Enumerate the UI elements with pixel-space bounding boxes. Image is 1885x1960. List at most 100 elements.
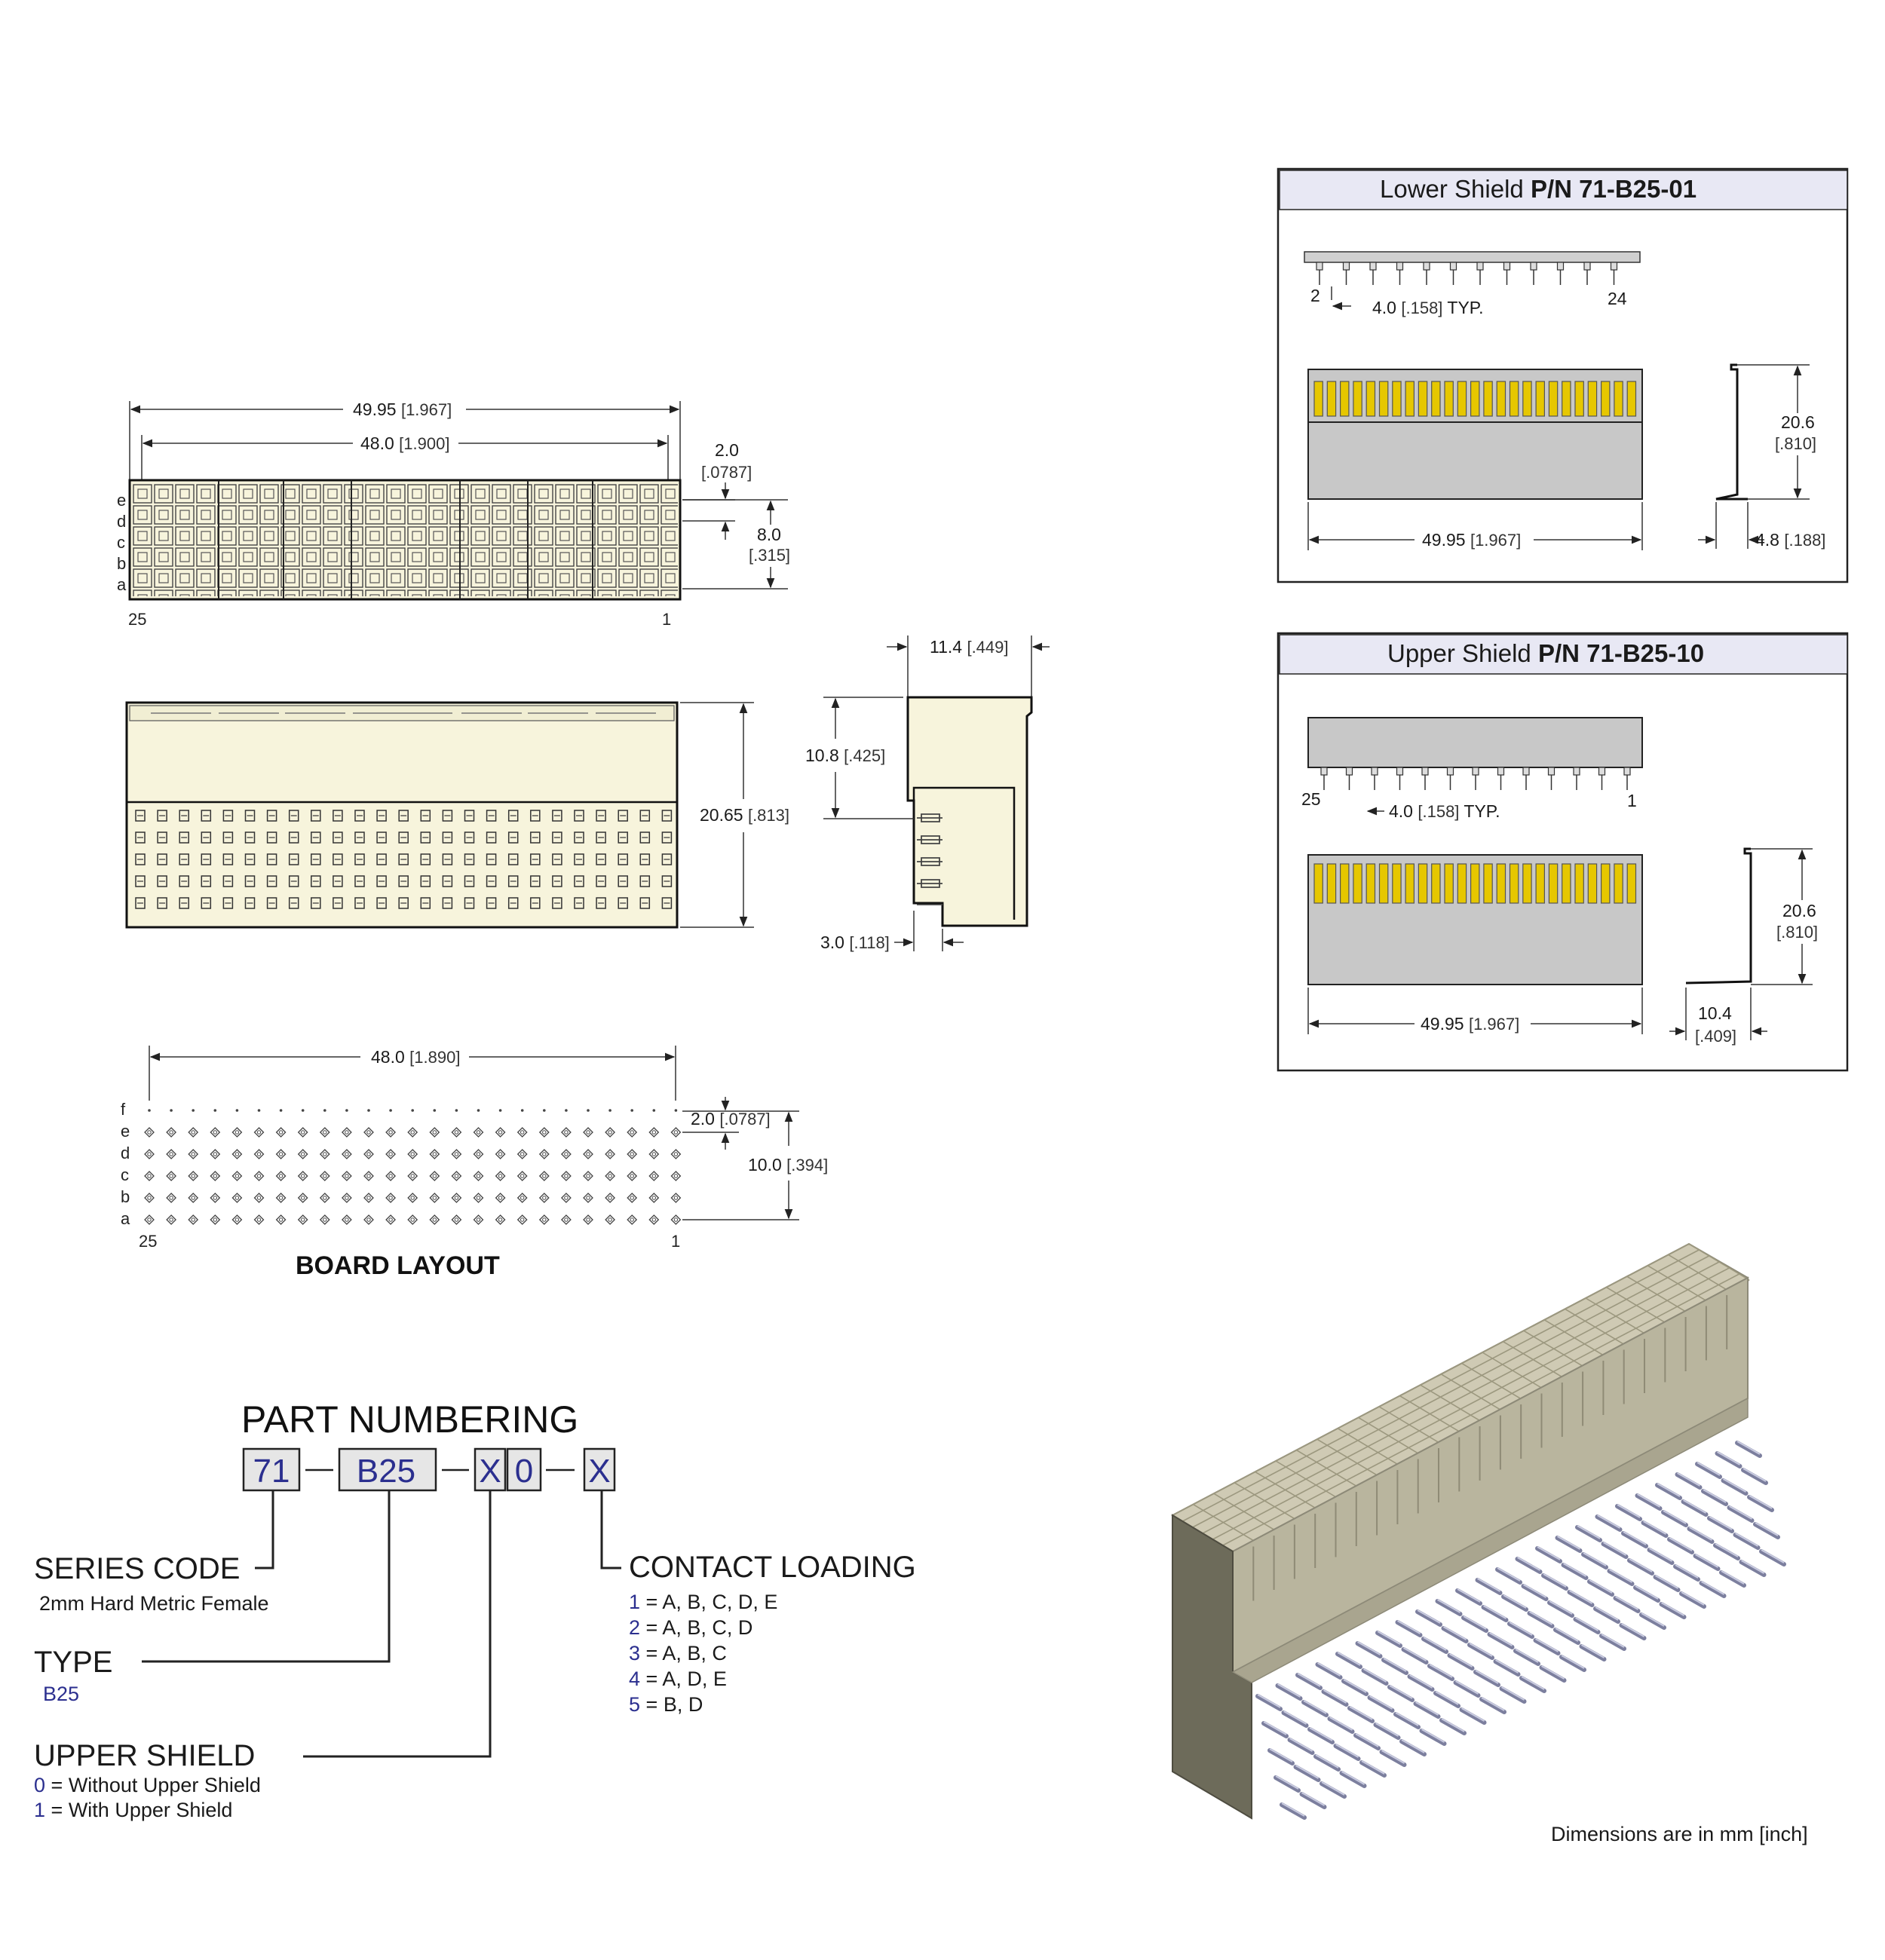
lower-shield-title: Lower Shield P/N 71-B25-01 (1380, 175, 1696, 203)
lower-pitch-dim: 4.0 [.158] TYP. (1372, 298, 1484, 317)
front-contact-slot (442, 831, 453, 844)
gold-contact (1392, 863, 1402, 904)
side-dim-step: 10.8 [.425] (805, 746, 885, 765)
iso-pin (1619, 1623, 1647, 1640)
upper-shield-option-0: 0 = Without Upper Shield (34, 1774, 261, 1796)
iso-pin (1301, 1700, 1329, 1717)
iso-pin (1739, 1560, 1767, 1577)
front-contact-slot (618, 831, 628, 844)
lower-top-pin (1610, 262, 1618, 271)
iso-pin (1395, 1620, 1423, 1637)
iso-pin (1573, 1617, 1601, 1634)
iso-pin (1335, 1652, 1362, 1669)
front-contact-slot (354, 875, 365, 887)
board-hole (538, 1171, 550, 1181)
upper-top-pin (1472, 767, 1479, 776)
front-contact-slot (420, 831, 431, 844)
board-hole (144, 1171, 155, 1181)
board-layout-title: BOARD LAYOUT (296, 1251, 500, 1280)
front-contact-slot (530, 875, 541, 887)
front-contact-slot (530, 831, 541, 844)
board-hole-small (630, 1109, 633, 1112)
contact-loading-option-1: 1 = A, B, C, D, E (629, 1591, 777, 1613)
iso-pin (1521, 1584, 1549, 1601)
board-hole (188, 1193, 199, 1203)
front-contact-slot (596, 831, 606, 844)
front-dim-height: 20.65 [.813] (700, 805, 789, 825)
front-contact-slot (530, 897, 541, 909)
gold-contact (1444, 863, 1454, 904)
board-hole (385, 1127, 397, 1138)
gold-contact (1626, 381, 1637, 417)
upper-shield-panel: Upper Shield P/N 71-B25-10 25 1 4.0 [.15… (1277, 632, 1849, 1072)
front-contact-slot (661, 875, 673, 887)
board-hole-small (608, 1109, 611, 1112)
iso-pin (1467, 1643, 1494, 1660)
front-contact-slot (201, 875, 212, 887)
front-contact-slot (442, 875, 453, 887)
iso-pin (1655, 1483, 1682, 1500)
front-contact-slot (222, 810, 234, 822)
front-contact-slot (288, 810, 299, 822)
front-contact-slot (179, 853, 189, 865)
iso-pin (1261, 1721, 1289, 1738)
board-hole (210, 1214, 221, 1225)
board-row-label-b: b (121, 1187, 130, 1206)
gold-contact (1562, 863, 1571, 904)
front-contact-slot (157, 875, 167, 887)
iso-pin (1533, 1638, 1561, 1655)
board-hole (583, 1127, 593, 1138)
iso-pin (1487, 1632, 1515, 1649)
gold-contact (1431, 863, 1441, 904)
iso-pin (1421, 1637, 1448, 1654)
iso-pin (1675, 1472, 1703, 1490)
iso-pin (1659, 1602, 1687, 1619)
board-hole (319, 1171, 330, 1181)
iso-pin (1393, 1712, 1421, 1729)
front-contact-slot (376, 831, 387, 844)
iso-pin (1441, 1626, 1469, 1643)
board-hole (451, 1149, 462, 1159)
iso-pin (1255, 1694, 1283, 1711)
board-hole-small (433, 1109, 437, 1112)
front-contact-slot (135, 897, 146, 909)
front-contact-slot (311, 810, 321, 822)
board-hole (451, 1193, 462, 1203)
gold-contact (1483, 863, 1493, 904)
board-hole (144, 1149, 155, 1159)
front-contact-slot (354, 831, 365, 844)
front-contact-slot (222, 897, 234, 909)
gold-contact (1378, 863, 1389, 904)
iso-pin (1667, 1537, 1694, 1554)
front-contact-slot (661, 810, 673, 822)
board-hole (670, 1149, 682, 1159)
iso-pin (1653, 1575, 1681, 1592)
iso-pin (1379, 1750, 1407, 1767)
board-hole-small (301, 1109, 305, 1112)
front-contact-slot (507, 853, 519, 865)
gold-contact (1614, 381, 1623, 417)
board-hole-small (674, 1109, 678, 1112)
board-hole-small (213, 1109, 217, 1112)
gold-contact (1457, 381, 1467, 417)
front-contact-slot (179, 875, 189, 887)
board-hole-small (148, 1109, 151, 1112)
lower-top-pin (1316, 262, 1323, 271)
lower-shield-panel: Lower Shield P/N 71-B25-01 2 24 4.0 [.15… (1277, 167, 1849, 583)
gold-contact (1601, 863, 1611, 904)
board-hole-small (192, 1109, 195, 1112)
front-contact-slot (244, 853, 256, 865)
gold-contact (1353, 863, 1362, 904)
top-dim-rows-in: [.315] (749, 546, 790, 565)
iso-pin (1459, 1707, 1487, 1725)
iso-pin (1267, 1748, 1295, 1766)
board-hole (473, 1127, 484, 1138)
front-contact-slot (354, 810, 365, 822)
front-contact-slot (486, 875, 497, 887)
board-hole-small (279, 1109, 283, 1112)
board-hole (363, 1149, 374, 1159)
iso-pin (1321, 1689, 1349, 1707)
upper-top-pin (1522, 767, 1530, 776)
board-hole (627, 1149, 638, 1159)
board-hole (538, 1214, 550, 1225)
